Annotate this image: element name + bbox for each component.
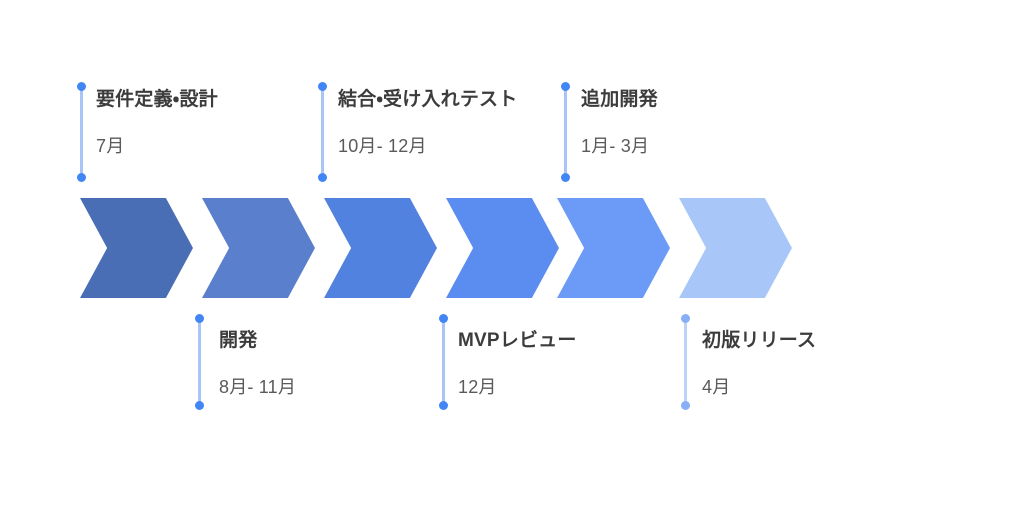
stage-title: MVPレビュー — [458, 330, 577, 351]
chevron-stage-4[interactable] — [446, 198, 559, 298]
stage-title: 開発 — [219, 330, 258, 351]
connector-line — [321, 86, 324, 178]
stage-title: 追加開発 — [581, 89, 658, 110]
connector-dot-top — [681, 314, 690, 323]
connector-stage-4 — [439, 314, 448, 410]
stage-period: 10月- 12月 — [338, 136, 427, 156]
connector-dot-bottom — [681, 401, 690, 410]
connector-dot-bottom — [318, 173, 327, 182]
connector-line — [198, 318, 201, 406]
connector-stage-3 — [318, 82, 327, 182]
connector-dot-bottom — [195, 401, 204, 410]
connector-line — [564, 86, 567, 178]
label-stage-5: 追加開発 1月- 3月 — [581, 90, 658, 155]
label-stage-3: 結合・受け入れテスト 10月- 12月 — [338, 90, 517, 155]
label-stage-4: MVPレビュー 12月 — [458, 331, 577, 396]
connector-dot-top — [318, 82, 327, 91]
stage-period: 12月 — [458, 377, 497, 397]
connector-dot-top — [561, 82, 570, 91]
label-stage-2: 開発 8月- 11月 — [219, 331, 296, 396]
stage-period: 4月 — [702, 377, 731, 397]
connector-line — [442, 318, 445, 406]
chevron-stage-3[interactable] — [324, 198, 437, 298]
chevron-stage-5[interactable] — [557, 198, 670, 298]
connector-dot-bottom — [561, 173, 570, 182]
connector-line — [684, 318, 687, 406]
connector-dot-top — [439, 314, 448, 323]
stage-period: 8月- 11月 — [219, 377, 297, 397]
connector-stage-5 — [561, 82, 570, 182]
chevron-stage-6[interactable] — [679, 198, 792, 298]
stage-title: 初版リリース — [702, 330, 817, 351]
stage-title: 結合・受け入れテスト — [338, 89, 518, 110]
label-stage-6: 初版リリース 4月 — [702, 331, 816, 396]
stage-title: 要件定義・設計 — [96, 89, 218, 110]
connector-dot-bottom — [77, 173, 86, 182]
connector-dot-top — [77, 82, 86, 91]
connector-stage-6 — [681, 314, 690, 410]
connector-line — [80, 86, 83, 178]
stage-period: 1月- 3月 — [581, 136, 650, 156]
chevron-stage-2[interactable] — [202, 198, 315, 298]
stage-period: 7月 — [96, 136, 125, 156]
connector-dot-top — [195, 314, 204, 323]
connector-dot-bottom — [439, 401, 448, 410]
connector-stage-2 — [195, 314, 204, 410]
connector-stage-1 — [77, 82, 86, 182]
chevron-stage-1[interactable] — [80, 198, 193, 298]
label-stage-1: 要件定義・設計 7月 — [96, 90, 218, 155]
